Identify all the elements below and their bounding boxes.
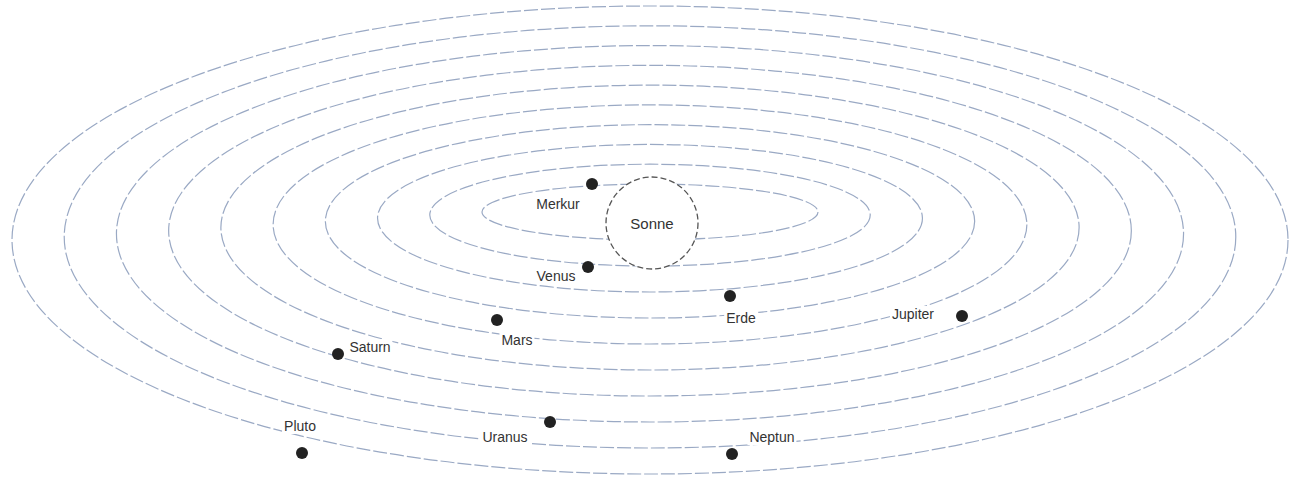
- orbit-ellipse: [64, 26, 1236, 448]
- planet-label: Pluto: [282, 418, 318, 434]
- orbit-ellipse: [169, 65, 1132, 396]
- planet-dot: [491, 314, 503, 326]
- orbit-ellipse: [116, 46, 1183, 422]
- planet-dot: [296, 447, 308, 459]
- planet-label: Saturn: [347, 339, 392, 355]
- orbit-ellipse: [12, 6, 1288, 474]
- sun-label: Sonne: [604, 175, 700, 271]
- planet-label: Jupiter: [890, 306, 936, 322]
- planet-dot: [724, 290, 736, 302]
- planet-label: Neptun: [747, 429, 796, 445]
- planet-label: Merkur: [534, 196, 582, 212]
- planet-dot: [586, 178, 598, 190]
- planet-label: Mars: [499, 332, 534, 348]
- planet-label: Venus: [535, 268, 578, 284]
- sun-circle: Sonne: [604, 175, 700, 271]
- planet-dot: [332, 348, 344, 360]
- planet-dot: [582, 261, 594, 273]
- orbit-ellipse: [273, 105, 1027, 344]
- orbit-ellipse: [221, 85, 1079, 370]
- orbit-ellipse: [378, 144, 923, 292]
- planet-label: Erde: [724, 310, 758, 326]
- orbit-ellipse: [325, 125, 974, 318]
- planet-dot: [956, 310, 968, 322]
- planet-dot: [726, 448, 738, 460]
- planet-dot: [544, 416, 556, 428]
- planet-label: Uranus: [480, 429, 529, 445]
